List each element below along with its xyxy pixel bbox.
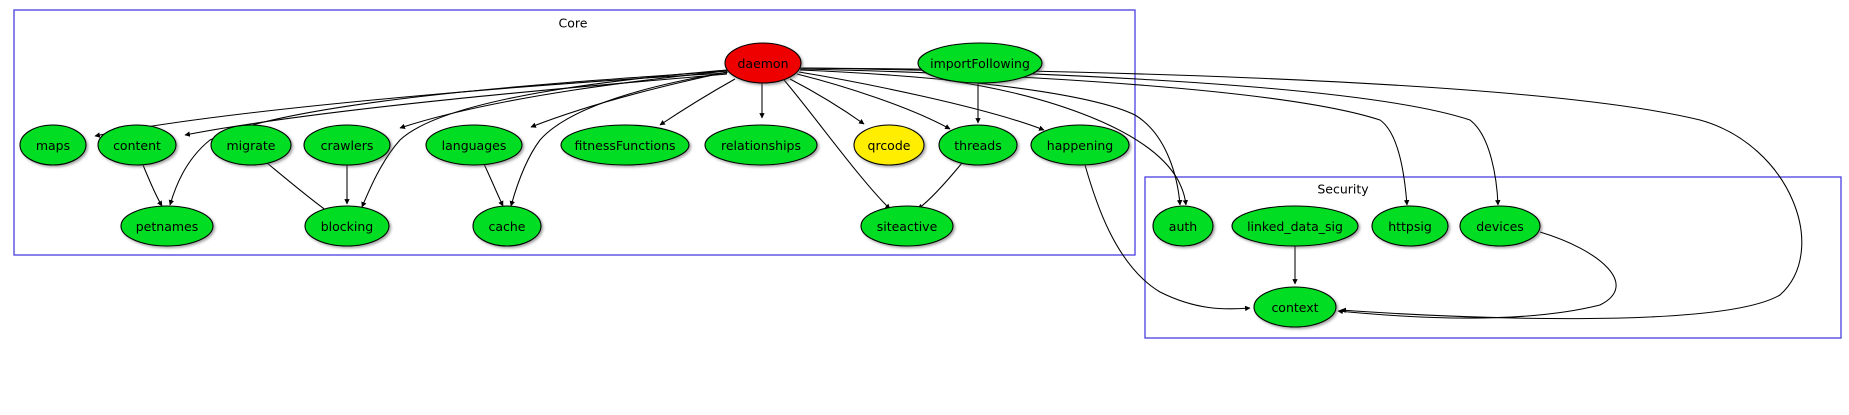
node-label-httpsig: httpsig: [1388, 219, 1432, 234]
node-label-devices: devices: [1476, 219, 1524, 234]
node-languages[interactable]: languages: [425, 124, 523, 166]
node-importFollowing[interactable]: importFollowing: [917, 42, 1043, 84]
node-shape-happening[interactable]: [1030, 124, 1130, 166]
edge-daemon-to-maps: [94, 72, 728, 138]
edge-daemon-to-languages: [530, 71, 728, 128]
node-label-happening: happening: [1047, 138, 1113, 153]
node-shape-daemon[interactable]: [724, 42, 802, 84]
node-shape-blocking[interactable]: [304, 205, 390, 247]
node-label-blocking: blocking: [321, 219, 374, 234]
node-shape-devices[interactable]: [1459, 205, 1541, 247]
edge-content-to-petnames: [142, 164, 163, 207]
node-context[interactable]: context: [1253, 286, 1337, 328]
edge-daemon-to-crawlers: [399, 70, 728, 130]
edge-daemon-to-cache: [509, 71, 729, 207]
node-migrate[interactable]: migrate: [210, 124, 292, 166]
node-shape-languages[interactable]: [425, 124, 523, 166]
node-cache[interactable]: cache: [472, 205, 542, 247]
edge-daemon-to-blocking: [361, 69, 728, 208]
node-content[interactable]: content: [97, 124, 177, 166]
edge-daemon-to-fitnessFunctions: [659, 78, 736, 126]
node-shape-threads[interactable]: [938, 124, 1018, 166]
edge-daemon-to-happening: [798, 71, 1045, 131]
node-label-importFollowing: importFollowing: [930, 56, 1030, 71]
edge-daemon-to-siteactive: [783, 79, 891, 210]
edge-devices-to-context: [1337, 231, 1617, 319]
edge-daemon-to-petnames: [168, 70, 727, 206]
node-shape-migrate[interactable]: [210, 124, 292, 166]
node-shape-petnames[interactable]: [120, 205, 214, 247]
node-petnames[interactable]: petnames: [120, 205, 214, 247]
node-httpsig[interactable]: httpsig: [1371, 205, 1449, 247]
node-shape-importFollowing[interactable]: [917, 42, 1043, 84]
node-shape-httpsig[interactable]: [1371, 205, 1449, 247]
node-label-languages: languages: [442, 138, 507, 153]
node-crawlers[interactable]: crawlers: [303, 124, 391, 166]
edge-importFollowing-to-auth: [944, 79, 1189, 206]
node-shape-maps[interactable]: [19, 124, 87, 166]
node-threads[interactable]: threads: [938, 124, 1018, 166]
node-shape-siteactive[interactable]: [860, 205, 954, 247]
node-qrcode[interactable]: qrcode: [853, 124, 925, 166]
cluster-label-security: Security: [1317, 182, 1369, 197]
node-label-crawlers: crawlers: [321, 138, 374, 153]
node-maps[interactable]: maps: [19, 124, 87, 166]
edge-migrate-to-blocking: [266, 162, 331, 214]
edges-layer: [94, 67, 1803, 320]
nodes-layer: daemon importFollowing maps content migrate c…: [19, 42, 1541, 328]
node-label-migrate: migrate: [227, 138, 276, 153]
edge-daemon-to-threads: [796, 73, 951, 130]
node-shape-qrcode[interactable]: [853, 124, 925, 166]
node-devices[interactable]: devices: [1459, 205, 1541, 247]
node-happening[interactable]: happening: [1030, 124, 1130, 166]
edge-happening-to-context: [1084, 164, 1251, 312]
edge-threads-to-siteactive: [917, 162, 963, 210]
node-shape-linked_data_sig[interactable]: [1231, 205, 1359, 247]
node-label-cache: cache: [488, 219, 525, 234]
node-fitnessFunctions[interactable]: fitnessFunctions: [560, 124, 690, 166]
node-shape-crawlers[interactable]: [303, 124, 391, 166]
node-label-daemon: daemon: [737, 56, 788, 71]
node-label-linked_data_sig: linked_data_sig: [1247, 219, 1343, 234]
node-label-context: context: [1271, 300, 1318, 315]
node-label-auth: auth: [1169, 219, 1197, 234]
node-auth[interactable]: auth: [1152, 205, 1214, 247]
cluster-border-core: [13, 9, 1136, 256]
node-label-relationships: relationships: [721, 138, 801, 153]
node-label-content: content: [113, 138, 161, 153]
node-shape-fitnessFunctions[interactable]: [560, 124, 690, 166]
node-label-qrcode: qrcode: [868, 138, 911, 153]
edge-daemon-to-httpsig: [799, 68, 1410, 206]
edge-daemon-to-content: [184, 73, 728, 137]
node-label-maps: maps: [36, 138, 70, 153]
cluster-core: Core: [13, 9, 1136, 256]
node-shape-cache[interactable]: [472, 205, 542, 247]
node-blocking[interactable]: blocking: [304, 205, 390, 247]
node-label-threads: threads: [954, 138, 1002, 153]
edge-languages-to-cache: [483, 163, 504, 207]
node-relationships[interactable]: relationships: [704, 124, 818, 166]
edge-daemon-to-context: [800, 67, 1803, 320]
node-shape-content[interactable]: [97, 124, 177, 166]
node-siteactive[interactable]: siteactive: [860, 205, 954, 247]
node-shape-context[interactable]: [1253, 286, 1337, 328]
node-shape-auth[interactable]: [1152, 205, 1214, 247]
cluster-label-core: Core: [559, 16, 588, 31]
node-shape-relationships[interactable]: [704, 124, 818, 166]
node-label-petnames: petnames: [136, 219, 199, 234]
node-daemon[interactable]: daemon: [724, 42, 802, 84]
cluster-security: Security: [1144, 176, 1842, 339]
edge-daemon-to-auth: [799, 69, 1183, 206]
node-label-fitnessFunctions: fitnessFunctions: [574, 138, 675, 153]
edge-daemon-to-qrcode: [789, 78, 865, 125]
node-linked_data_sig[interactable]: linked_data_sig: [1231, 205, 1359, 247]
cluster-border-security: [1144, 176, 1842, 339]
node-label-siteactive: siteactive: [877, 219, 938, 234]
